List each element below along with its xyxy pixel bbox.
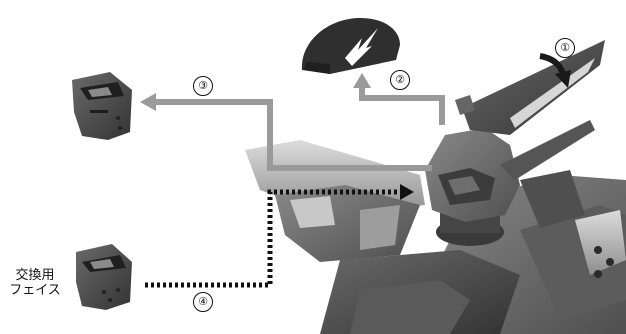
step-marker-1: ① xyxy=(555,38,575,58)
step-marker-2: ② xyxy=(390,70,410,90)
spare-face-label-line1: 交換用 xyxy=(15,268,55,283)
arrow-step1 xyxy=(539,53,571,88)
step-marker-3: ③ xyxy=(193,76,213,96)
spare-face-part xyxy=(76,244,132,310)
robot-figure xyxy=(245,40,626,334)
arrow-step3 xyxy=(140,93,432,171)
spare-face-label: 交換用 フェイス xyxy=(4,268,66,298)
step-marker-4: ④ xyxy=(193,292,213,312)
removed-face-part xyxy=(72,72,132,140)
spare-face-label-line2: フェイス xyxy=(9,283,61,298)
arrow-step2 xyxy=(353,73,445,125)
arrow-step4 xyxy=(145,184,414,288)
helmet-part xyxy=(301,18,400,74)
